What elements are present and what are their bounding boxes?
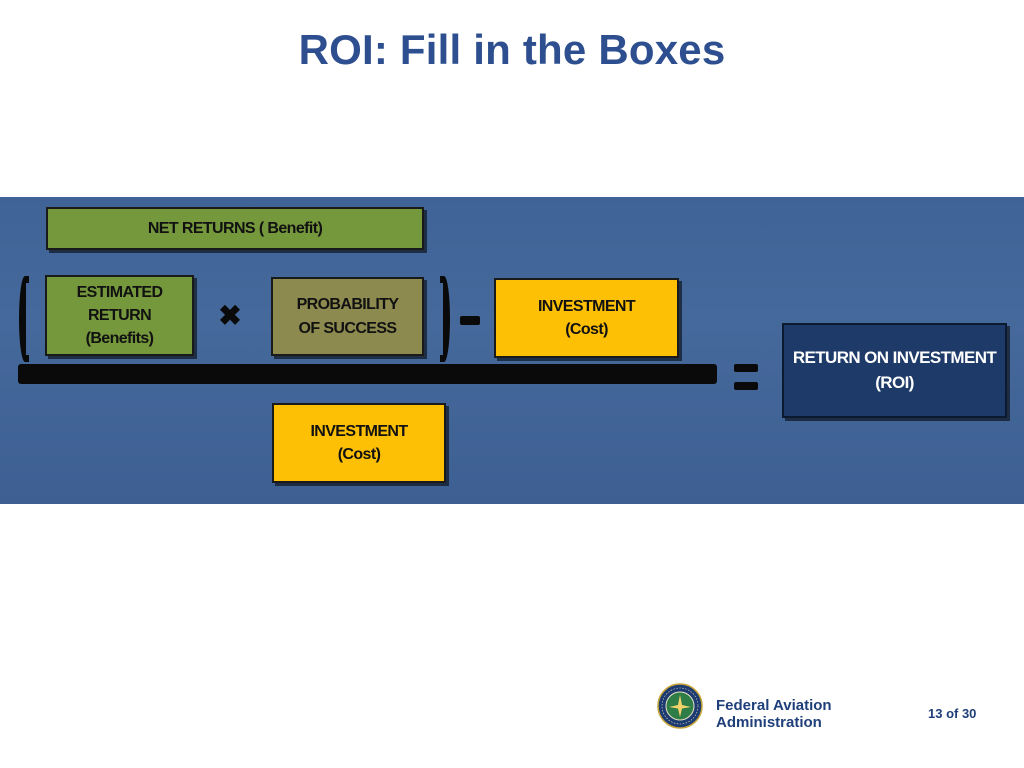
slide-title: ROI: Fill in the Boxes: [298, 26, 726, 73]
estimated-return-box: ESTIMATED RETURN (Benefits): [45, 275, 194, 356]
fraction-bar: [18, 364, 717, 384]
probability-of-success-box: PROBABILITY OF SUCCESS: [271, 277, 424, 356]
left-parenthesis: [19, 276, 29, 362]
agency-name-line1: Federal Aviation: [716, 697, 832, 714]
page-number: 13 of 30: [928, 706, 977, 721]
minus-operator: [460, 316, 480, 325]
agency-name-line2: Administration: [716, 714, 822, 731]
faa-seal-icon: [657, 683, 703, 729]
right-parenthesis: [440, 276, 450, 362]
investment-cost-box-denominator: INVESTMENT (Cost): [272, 403, 446, 483]
equals-operator-top: [734, 364, 758, 372]
investment-cost-box-numerator: INVESTMENT (Cost): [494, 278, 679, 358]
net-returns-box: NET RETURNS ( Benefit): [46, 207, 424, 250]
multiply-operator: ✖: [218, 300, 242, 331]
agency-name: Federal Aviation Administration: [716, 697, 832, 731]
roi-result-box: RETURN ON INVESTMENT (ROI): [782, 323, 1007, 418]
equals-operator-bottom: [734, 382, 758, 390]
